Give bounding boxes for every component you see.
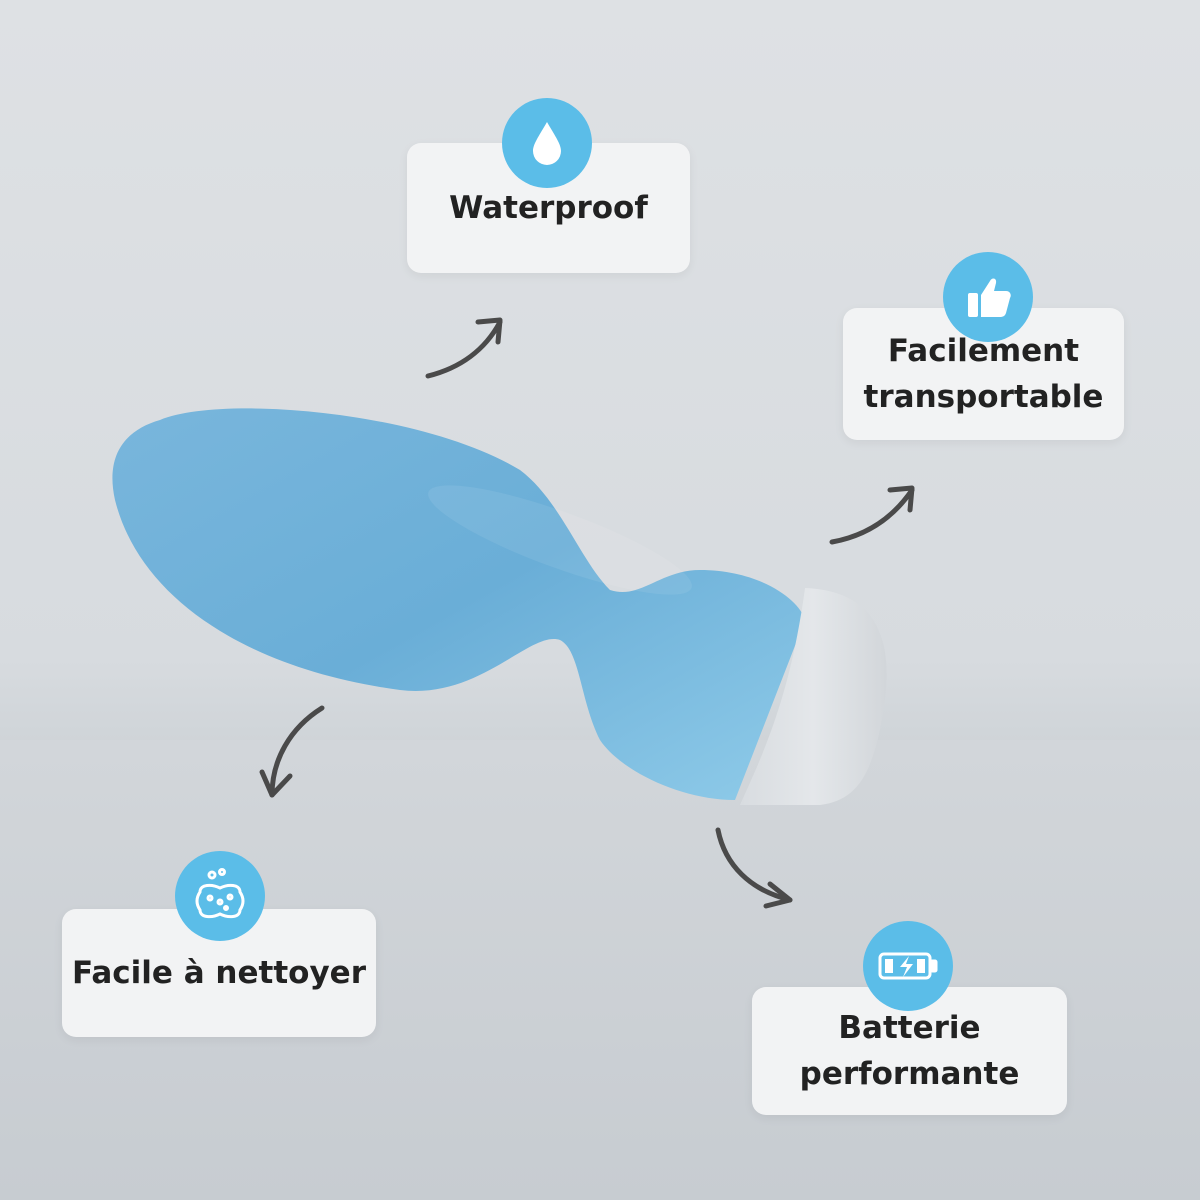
arrow-to-transportable — [829, 485, 915, 545]
battery-charging-icon — [863, 921, 953, 1011]
water-drop-icon — [502, 98, 592, 188]
feature-label: Waterproof — [449, 190, 648, 226]
sponge-icon — [175, 851, 265, 941]
arrow-to-nettoyer — [259, 705, 325, 798]
product-cap — [740, 588, 887, 805]
feature-label: Facile à nettoyer — [72, 955, 366, 991]
product-body — [112, 408, 806, 800]
feature-label-line-2: transportable — [863, 379, 1104, 415]
feature-label-line-2: performante — [799, 1056, 1020, 1092]
thumbs-up-icon — [943, 252, 1033, 342]
arrow-to-batterie — [715, 827, 793, 909]
feature-label-line-1: Batterie — [838, 1010, 981, 1046]
arrow-to-waterproof — [425, 317, 503, 379]
